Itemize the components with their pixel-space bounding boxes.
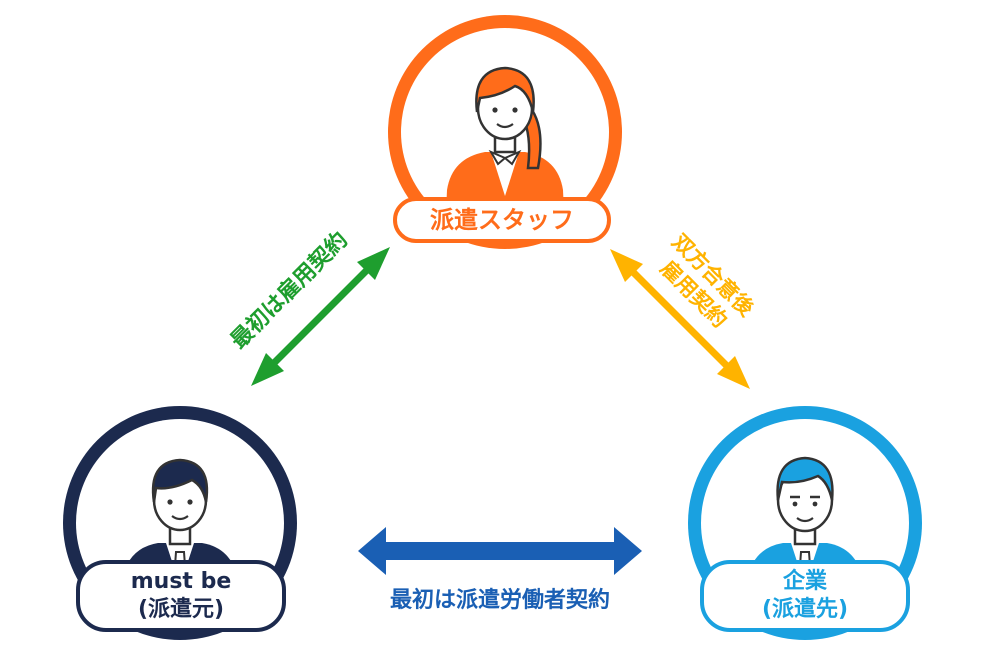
agency-label-line1: must be [130,569,232,594]
relation-bottom-label: 最初は派遣労働者契約 [389,588,610,613]
agency-label: must be (派遣元) [82,568,280,624]
company-label-line2: (派遣先) [761,597,849,622]
agency-node [63,406,297,640]
company-node [688,406,922,640]
staff-node [388,15,622,249]
green-double-arrow [251,247,390,386]
company-label: 企業 (派遣先) [706,568,904,624]
staff-label: 派遣スタッフ [430,206,574,234]
yellow-double-arrow [610,249,750,389]
blue-double-arrow [358,527,642,575]
agency-label-line2: (派遣元) [137,597,225,622]
company-label-line1: 企業 [782,569,827,594]
